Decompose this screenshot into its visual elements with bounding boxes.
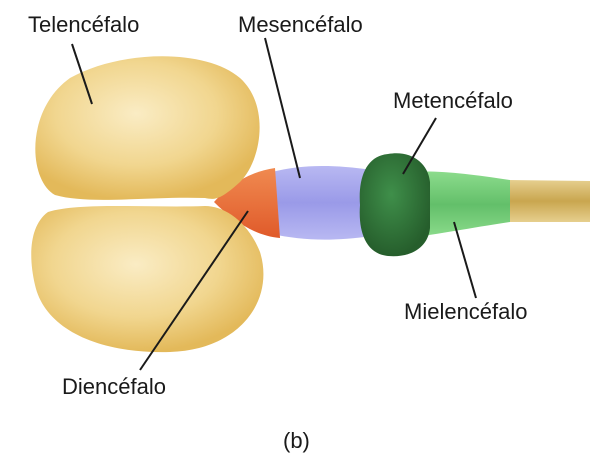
label-metencefalo: Metencéfalo bbox=[393, 90, 513, 112]
label-mielencefalo: Mielencéfalo bbox=[404, 301, 528, 323]
label-telencefalo: Telencéfalo bbox=[28, 14, 139, 36]
metencefalo-shape bbox=[360, 153, 430, 256]
spinal-cord-shape bbox=[505, 180, 590, 222]
telencefalo-lower-lobe bbox=[31, 206, 263, 352]
label-diencefalo: Diencéfalo bbox=[62, 376, 166, 398]
mesencefalo-shape bbox=[272, 166, 372, 240]
label-mesencefalo: Mesencéfalo bbox=[238, 14, 363, 36]
leader-line-mielencefalo bbox=[454, 222, 476, 298]
telencefalo-upper-lobe bbox=[35, 56, 259, 200]
leader-line-mesencefalo bbox=[265, 38, 300, 178]
figure-caption: (b) bbox=[283, 430, 310, 452]
